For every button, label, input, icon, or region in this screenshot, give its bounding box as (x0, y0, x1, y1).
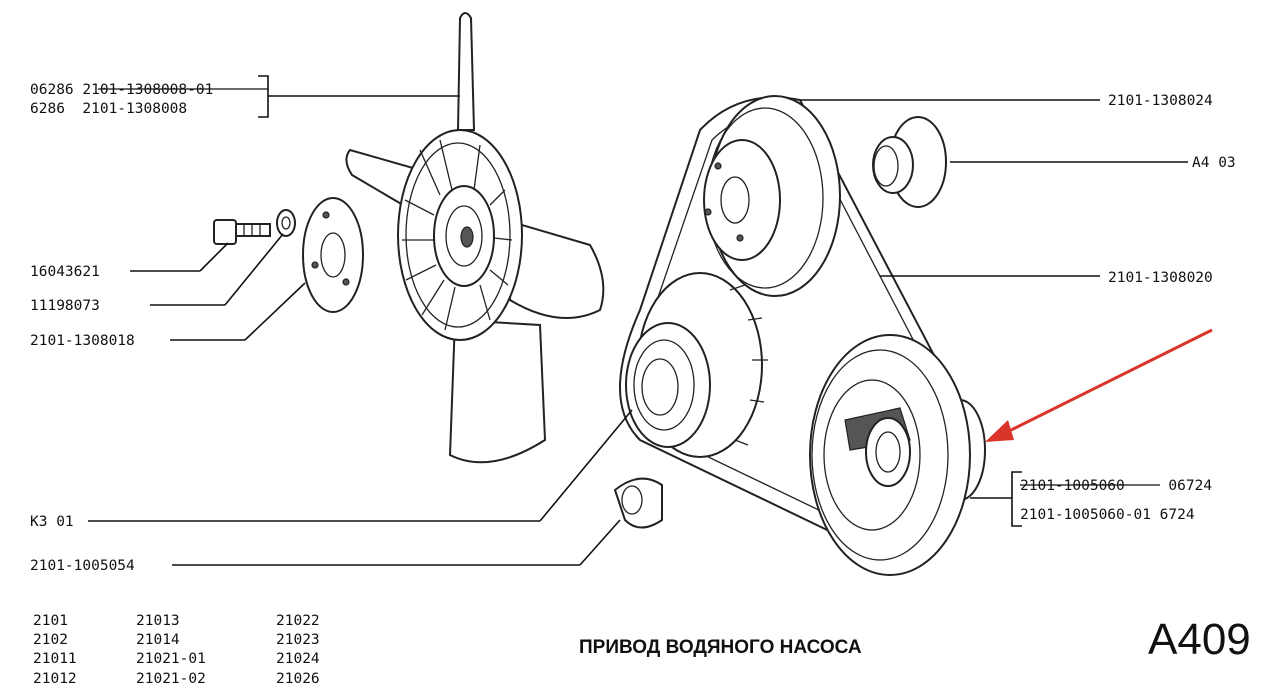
callout-bracket: 2101-1005054 (30, 558, 135, 574)
callout-crank-old: 2101-1005060 06724 (1020, 478, 1212, 494)
callout-washer: 11198073 (30, 298, 100, 314)
page-title: ПРИВОД ВОДЯНОГО НАСОСА (579, 637, 862, 658)
bracket-illustration (613, 477, 663, 529)
model-item: 21014 (136, 632, 180, 648)
model-item: 21013 (136, 613, 180, 629)
hub-illustration (872, 116, 947, 208)
callout-generator: К3 01 (30, 514, 74, 530)
callout-flange: 2101-1308018 (30, 333, 135, 349)
fan-illustration (345, 12, 605, 464)
leader-lines (88, 75, 1188, 566)
callout-hub: А4 03 (1192, 155, 1236, 171)
washer-illustration (276, 209, 296, 237)
model-item: 21023 (276, 632, 320, 648)
callout-fan-old: 06286 2101-1308008-01 (30, 82, 213, 98)
model-item: 2102 (33, 632, 68, 648)
callout-bolt: 16043621 (30, 264, 100, 280)
model-item: 21022 (276, 613, 320, 629)
top-pulley-illustration (703, 95, 841, 297)
model-item: 2101 (33, 613, 68, 629)
red-arrow (985, 328, 1213, 442)
model-list: 2101 2102 21011 21012 21013 21014 21021-… (33, 613, 320, 687)
generator-pulley-illustration (625, 272, 768, 458)
model-item: 21024 (276, 651, 320, 667)
crank-pulley-illustration (809, 334, 986, 576)
model-item: 21012 (33, 671, 77, 687)
model-item: 21011 (33, 651, 77, 667)
model-item: 21026 (276, 671, 320, 687)
callout-fan-new: 6286 2101-1308008 (30, 101, 187, 117)
page-code: А409 (1148, 615, 1251, 664)
callout-pulley-top: 2101-1308024 (1108, 93, 1213, 109)
model-item: 21021-01 (136, 651, 206, 667)
flange-illustration (302, 197, 364, 313)
callout-crank-new: 2101-1005060-01 6724 (1020, 507, 1195, 523)
model-item: 21021-02 (136, 671, 206, 687)
callout-belt: 2101-1308020 (1108, 270, 1213, 286)
bolt-illustration (213, 219, 271, 245)
